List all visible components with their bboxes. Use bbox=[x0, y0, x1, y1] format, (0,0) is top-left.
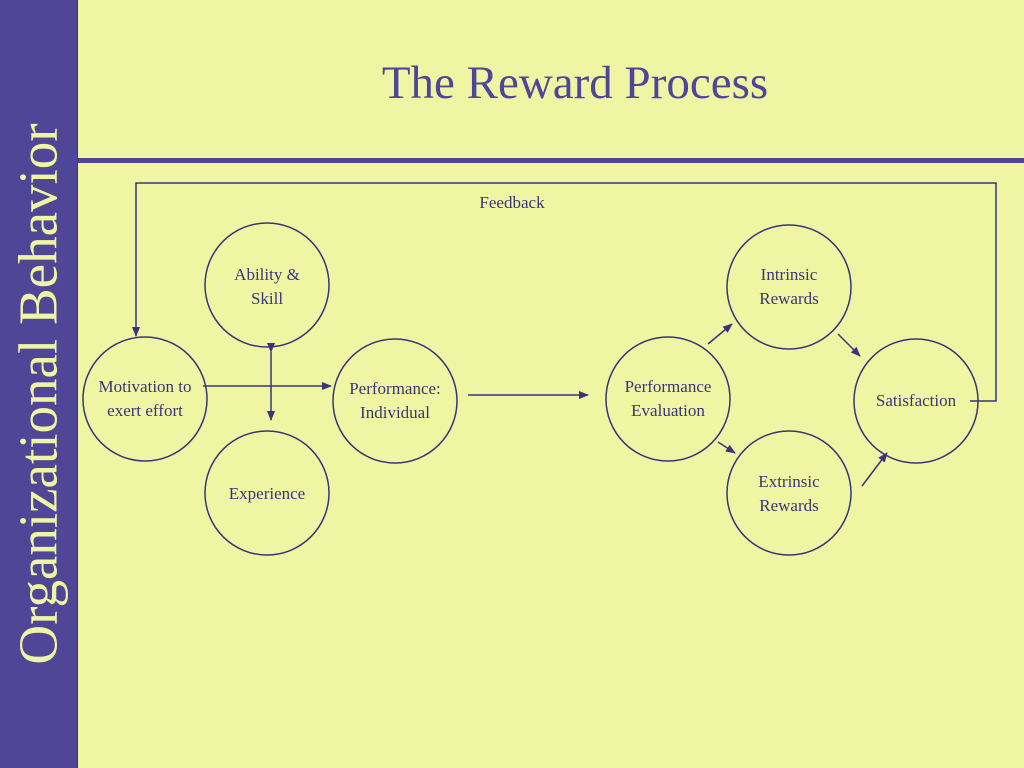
node-experience-label: Experience bbox=[228, 484, 306, 503]
feedback-label: Feedback bbox=[479, 193, 545, 212]
node-performance-evaluation-circle bbox=[605, 336, 731, 462]
intrinsic-to-satisfaction-arrow bbox=[837, 333, 861, 357]
node-performance-individual-circle bbox=[332, 338, 458, 464]
node-satisfaction-label: Satisfaction bbox=[875, 391, 957, 410]
node-extrinsic-circle bbox=[726, 430, 852, 556]
feedback-loop-arrow bbox=[132, 182, 997, 402]
node-extrinsic-label: Extrinsic Rewards bbox=[758, 472, 820, 515]
node-performance-individual-label: Performance: Individual bbox=[349, 379, 441, 422]
node-performance-evaluation-label: Performance Evaluation bbox=[624, 377, 712, 420]
sidebar: Organizational Behavior bbox=[0, 0, 78, 768]
node-motivation-label: Motivation to exert effort bbox=[98, 377, 192, 420]
extrinsic-to-satisfaction-arrow bbox=[861, 452, 888, 487]
page-title: The Reward Process bbox=[381, 57, 769, 109]
node-experience-circle bbox=[204, 430, 330, 556]
node-motivation-circle bbox=[82, 336, 208, 462]
node-intrinsic-label: Intrinsic Rewards bbox=[759, 265, 819, 308]
node-ability-label: Ability & Skill bbox=[234, 265, 300, 308]
evaluation-to-intrinsic-arrow bbox=[707, 323, 733, 345]
evaluation-to-extrinsic-arrow bbox=[717, 441, 736, 454]
node-intrinsic-circle bbox=[726, 224, 852, 350]
title-divider bbox=[78, 158, 1024, 163]
